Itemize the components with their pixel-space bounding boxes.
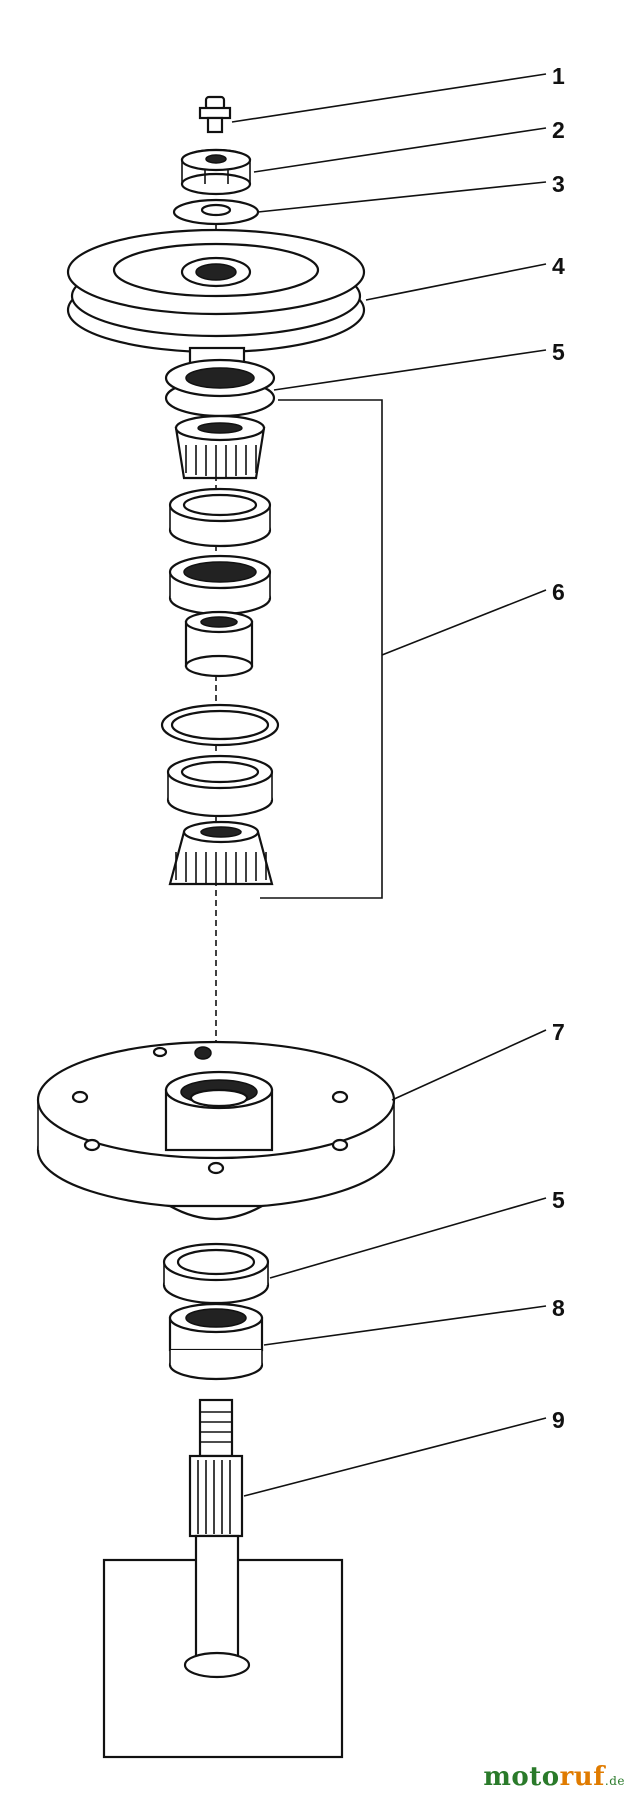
callout-4: 4: [552, 253, 565, 279]
leader-7: [391, 1029, 547, 1101]
part-1-grease-fitting: [198, 95, 232, 134]
watermark-part2: ruf: [559, 1762, 605, 1792]
watermark-suffix: .de: [604, 1774, 625, 1788]
leader-9: [243, 1417, 547, 1497]
leader-3: [257, 181, 547, 213]
callout-2: 2: [552, 117, 565, 143]
leader-5b: [269, 1197, 547, 1279]
callout-6: 6: [552, 579, 565, 605]
part-4-pulley: [66, 228, 366, 366]
leader-4: [365, 263, 547, 301]
part-7-spindle-housing: [36, 1040, 396, 1220]
callout-3: 3: [552, 171, 565, 197]
part-2-nut: [180, 148, 252, 196]
part-5-lower-seal: [162, 1242, 270, 1305]
callout-8: 8: [552, 1295, 565, 1321]
part-8-collar: [168, 1302, 264, 1381]
callout-5-lower: 5: [552, 1187, 565, 1213]
watermark-part1: moto: [483, 1762, 560, 1792]
part-6-bearing-assembly: [160, 399, 547, 899]
leader-1: [231, 73, 547, 123]
part-3-washer: [172, 198, 260, 226]
callout-5-upper: 5: [552, 339, 565, 365]
callout-1: 1: [552, 63, 565, 89]
watermark-logo: motoruf.de: [483, 1762, 625, 1792]
leader-5a: [273, 349, 547, 391]
leader-2: [253, 127, 547, 173]
callout-7: 7: [552, 1019, 565, 1045]
callout-9: 9: [552, 1407, 565, 1433]
part-5-upper-seal: [164, 358, 276, 418]
leader-8: [263, 1305, 547, 1346]
part-9-spindle-shaft: [102, 1398, 344, 1759]
